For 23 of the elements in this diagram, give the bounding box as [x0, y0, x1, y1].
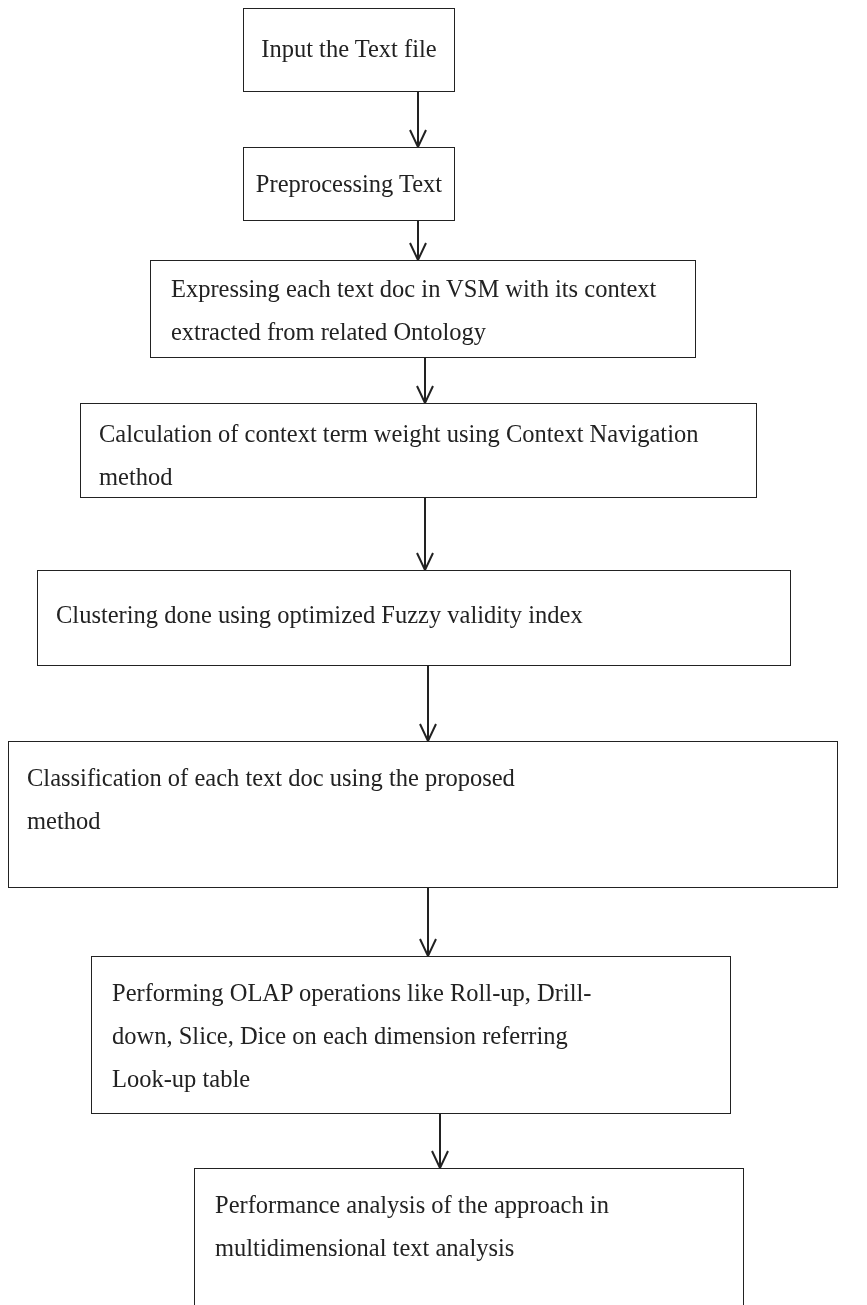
step-text: Performance analysis of the approach in multidimensional text analysis: [215, 1190, 610, 1263]
arrow: [416, 357, 434, 404]
process-box: [243, 8, 455, 92]
process-box: [80, 403, 757, 498]
process-box: [150, 260, 696, 358]
step-text: Preprocessing Text: [254, 169, 444, 199]
step-text: Clustering done using optimized Fuzzy validity index: [56, 600, 584, 630]
process-box: [243, 147, 455, 221]
arrow: [409, 220, 427, 261]
arrow: [431, 1113, 449, 1169]
step-text: Input the Text file: [260, 34, 438, 64]
process-box: [37, 570, 791, 666]
process-box: [8, 741, 838, 888]
arrow: [419, 887, 437, 957]
process-box: [194, 1168, 744, 1305]
step-text: Calculation of context term weight using Context Navigation method: [99, 419, 700, 492]
arrow: [409, 91, 427, 148]
arrow: [419, 665, 437, 742]
process-box: [91, 956, 731, 1114]
step-text: Expressing each text doc in VSM with its context extracted from related Ontology: [171, 274, 658, 347]
arrow: [416, 497, 434, 571]
step-text: Performing OLAP operations like Roll-up, Drill-down, Slice, Dice on each dimension referring Look-up table: [112, 978, 593, 1094]
step-text: Classification of each text doc using the proposed method: [27, 763, 516, 836]
